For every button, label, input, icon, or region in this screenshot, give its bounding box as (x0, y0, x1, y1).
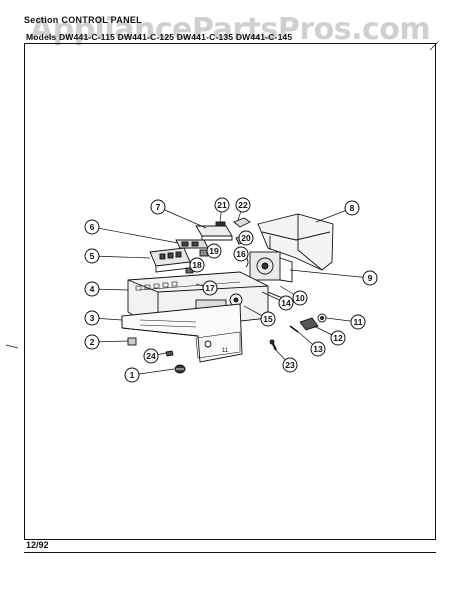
callout-circle-22 (235, 197, 251, 213)
callout-circle-18 (189, 257, 205, 273)
callout-2: 2 (84, 334, 129, 350)
part-23-screw (269, 339, 277, 351)
callout-21: 21 (214, 197, 230, 223)
callout-8: 8 (315, 200, 360, 223)
callout-number-5: 5 (90, 251, 95, 261)
callout-circle-24 (143, 348, 159, 364)
callout-15: 15 (243, 305, 276, 327)
callout-circle-21 (214, 197, 230, 213)
callout-number-17: 17 (205, 283, 215, 293)
callout-number-24: 24 (146, 351, 156, 361)
part-5-switch-block (149, 247, 191, 273)
callout-circle-10 (292, 290, 308, 306)
callout-circle-9 (362, 270, 378, 286)
callout-circle-12 (330, 330, 346, 346)
callout-13: 13 (295, 329, 326, 357)
callout-number-4: 4 (90, 284, 95, 294)
callout-circle-19 (206, 243, 222, 259)
diagram-frame (24, 43, 436, 540)
callout-circle-14 (278, 295, 294, 311)
callout-number-6: 6 (90, 222, 95, 232)
callout-number-2: 2 (90, 337, 95, 347)
callout-number-1: 1 (130, 370, 135, 380)
callout-1: 1 (124, 367, 175, 383)
callout-circle-13 (310, 341, 326, 357)
part-8-housing (257, 213, 334, 271)
callout-11: 11 (325, 314, 366, 330)
callout-24: 24 (143, 348, 167, 364)
callout-number-14: 14 (281, 298, 291, 308)
callout-number-12: 12 (333, 333, 343, 343)
leader-line-7 (157, 206, 207, 229)
callout-number-11: 11 (354, 317, 363, 327)
callout-number-15: 15 (263, 314, 273, 324)
callout-circle-20 (238, 230, 254, 246)
leader-line-6 (91, 226, 179, 244)
callout-5: 5 (84, 248, 151, 264)
callout-circle-11 (350, 314, 366, 330)
callout-9: 9 (289, 269, 378, 286)
callout-number-7: 7 (156, 202, 161, 212)
callout-14: 14 (261, 291, 294, 311)
part-24-clip (165, 350, 174, 357)
callout-number-19: 19 (209, 246, 219, 256)
callout-3: 3 (84, 310, 123, 326)
callout-7: 7 (150, 199, 207, 229)
callout-circle-6 (84, 219, 100, 235)
callout-number-18: 18 (192, 260, 202, 270)
callout-circle-4 (84, 281, 100, 297)
callout-circle-8 (344, 200, 360, 216)
leader-line-5 (91, 255, 151, 259)
callout-20: 20 (238, 230, 254, 246)
callout-23: 23 (273, 347, 298, 373)
part-7-switch-strip (195, 225, 233, 241)
callout-circle-7 (150, 199, 166, 215)
callout-circle-3 (84, 310, 100, 326)
callout-circle-1 (124, 367, 140, 383)
part-12-switch (299, 317, 319, 331)
footer-rule (24, 552, 436, 553)
callout-circle-16 (233, 246, 249, 262)
callout-6: 6 (84, 219, 179, 244)
callout-circle-5 (84, 248, 100, 264)
callout-16: 16 (233, 246, 249, 262)
callout-circle-17 (202, 280, 218, 296)
callout-10: 10 (279, 285, 308, 306)
part-6-switch (175, 239, 209, 249)
callout-17: 17 (195, 280, 218, 296)
part-1-knob (174, 364, 186, 374)
callout-circle-15 (260, 311, 276, 327)
callout-number-8: 8 (350, 203, 355, 213)
models-line: Models DW441-C-115 DW441-C-125 DW441-C-1… (26, 32, 293, 42)
callout-number-13: 13 (313, 344, 323, 354)
leader-line-9 (289, 269, 371, 279)
callout-22: 22 (235, 197, 251, 221)
callout-number-21: 21 (217, 200, 227, 210)
callout-number-23: 23 (285, 360, 295, 370)
section-title: Section CONTROL PANEL (24, 15, 142, 25)
svg-text:11: 11 (222, 348, 229, 354)
callout-number-22: 22 (238, 200, 248, 210)
part-2-insert (127, 337, 137, 346)
footer-date: 12/92 (26, 540, 49, 550)
callout-number-9: 9 (368, 273, 373, 283)
callout-circle-2 (84, 334, 100, 350)
callout-circle-23 (282, 357, 298, 373)
part-9-timer (249, 251, 293, 283)
callout-18: 18 (189, 257, 205, 273)
callout-number-10: 10 (295, 293, 305, 303)
part-22-clip (233, 217, 251, 228)
callout-19: 19 (205, 243, 222, 259)
part-3-fascia: 11 (121, 303, 243, 363)
callout-12: 12 (313, 325, 346, 346)
callout-number-20: 20 (241, 233, 251, 243)
part-11-clip (317, 313, 327, 323)
callout-number-16: 16 (236, 249, 246, 259)
callout-4: 4 (84, 281, 129, 297)
callout-number-3: 3 (90, 313, 95, 323)
